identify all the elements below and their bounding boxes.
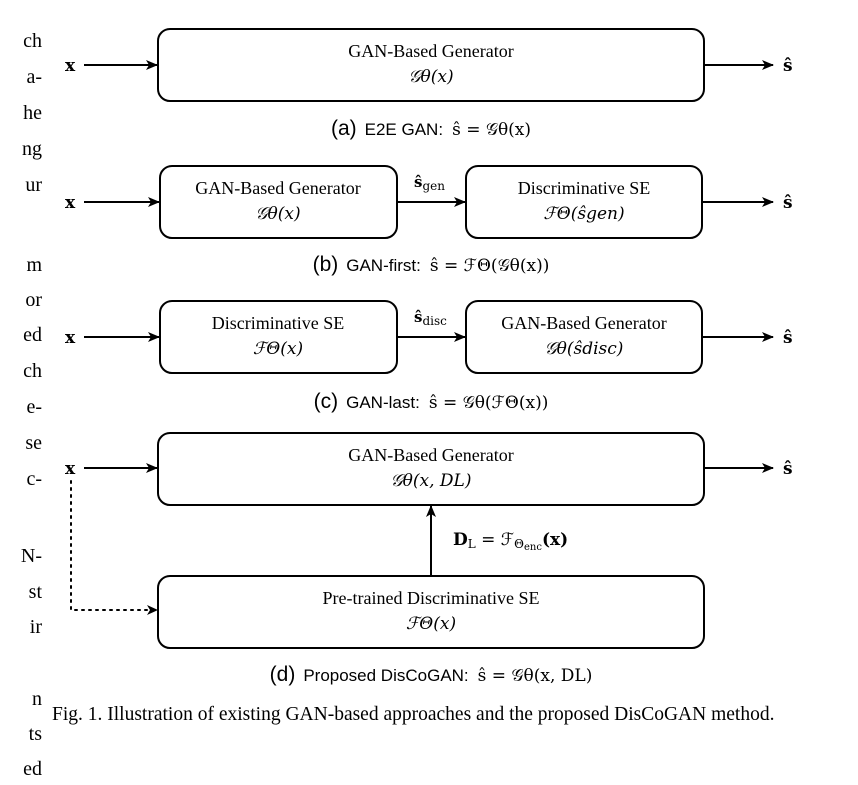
caption-name: GAN-last:: [346, 393, 420, 412]
caption-c: (c) GAN-last: ŝ = 𝒢θ(ℱΘ(x)): [314, 390, 549, 413]
panel-d: x GAN-Based Generator 𝒢θ(x, DL) ŝ Pre-tr…: [65, 432, 793, 686]
caption-d: (d) Proposed DisCoGAN: ŝ = 𝒢θ(x, DL): [270, 663, 593, 686]
text-fragment: ch: [23, 30, 42, 52]
text-fragment: ts: [28, 723, 42, 745]
input-x-label: x: [65, 328, 76, 348]
box-title: GAN-Based Generator: [348, 41, 513, 61]
input-x-label: x: [65, 56, 76, 76]
output-s-label: ŝ: [783, 459, 793, 479]
caption-letter: (c): [314, 390, 339, 413]
output-s-label: ŝ: [783, 193, 793, 213]
output-s-label: ŝ: [783, 328, 793, 348]
box-title: Pre-trained Discriminative SE: [323, 588, 540, 608]
latent-dl-label: DL = ℱΘenc(x): [453, 530, 568, 553]
caption-b: (b) GAN-first: ŝ = ℱΘ(𝒢θ(x)): [313, 253, 550, 276]
text-fragment: ed: [23, 758, 42, 780]
text-fragment: N-: [20, 545, 42, 567]
input-x-label: x: [65, 193, 76, 213]
left-column-fragments: ch a- he ng ur m or ed ch e- se c- N- st…: [0, 0, 44, 785]
text-fragment: or: [25, 289, 42, 311]
gan-generator-box: [465, 300, 703, 374]
caption-letter: (a): [331, 117, 357, 140]
text-fragment: he: [23, 102, 42, 124]
panel-a: x GAN-Based Generator 𝒢θ(x) ŝ (a) E2E GA…: [65, 28, 793, 140]
subscript: gen: [422, 179, 445, 193]
text-fragment: st: [28, 581, 42, 603]
text-fragment: ur: [25, 174, 42, 196]
caption-letter: (d): [270, 663, 296, 686]
box-formula: ℱΘ(x): [253, 339, 303, 359]
input-x-label: x: [65, 459, 76, 479]
text-fragment: m: [26, 254, 42, 276]
gan-generator-box: [157, 432, 705, 506]
subscript: enc: [524, 542, 542, 553]
box-formula: 𝒢θ(x, DL): [391, 471, 472, 491]
caption-equation: ŝ = 𝒢θ(x): [452, 120, 531, 140]
discriminative-se-box: [159, 300, 398, 374]
discriminative-se-box: [465, 165, 703, 239]
caption-equation: ŝ = 𝒢θ(ℱΘ(x)): [429, 393, 549, 413]
box-formula: ℱΘ(x): [406, 614, 456, 634]
caption-name: Proposed DisCoGAN:: [303, 666, 468, 685]
gan-generator-box: [159, 165, 398, 239]
box-title: GAN-Based Generator: [501, 313, 666, 333]
s-gen-label: ŝgen: [414, 173, 445, 193]
box-formula: 𝒢θ(x): [255, 204, 300, 224]
text-fragment: se: [25, 432, 42, 454]
box-formula: 𝒢θ(ŝdisc): [545, 339, 624, 359]
text-fragment: c-: [26, 468, 42, 490]
box-formula: ℱΘ(ŝgen): [543, 204, 624, 224]
formula: = ℱ: [476, 530, 514, 550]
text-fragment: ed: [23, 324, 42, 346]
text-fragment: ng: [22, 138, 42, 160]
text-fragment: ch: [23, 360, 42, 382]
caption-equation: ŝ = ℱΘ(𝒢θ(x)): [430, 256, 550, 276]
caption-letter: (b): [313, 253, 339, 276]
output-s-label: ŝ: [783, 56, 793, 76]
panel-c: x Discriminative SE ℱΘ(x) ŝdisc GAN-Base…: [65, 300, 793, 413]
s-disc-label: ŝdisc: [414, 308, 447, 328]
skip-arrowhead: [147, 605, 158, 615]
caption-name: GAN-first:: [346, 256, 421, 275]
box-title: GAN-Based Generator: [195, 178, 360, 198]
caption-equation: ŝ = 𝒢θ(x, DL): [478, 666, 593, 686]
figure-caption: Fig. 1. Illustration of existing GAN-bas…: [52, 704, 775, 725]
formula-arg: (x): [542, 530, 568, 550]
text-fragment: n: [32, 688, 42, 710]
text-fragment: ir: [29, 616, 42, 638]
box-title: Discriminative SE: [212, 313, 344, 333]
symbol: D: [453, 530, 468, 550]
subscript: L: [468, 537, 476, 551]
gan-generator-box: [157, 28, 705, 102]
caption-name: E2E GAN:: [365, 120, 443, 139]
box-formula: 𝒢θ(x): [408, 67, 453, 87]
caption-a: (a) E2E GAN: ŝ = 𝒢θ(x): [331, 117, 531, 140]
symbol: ŝ: [414, 173, 422, 191]
subscript: disc: [422, 314, 447, 328]
symbol: ŝ: [414, 308, 422, 326]
text-fragment: a-: [26, 66, 42, 88]
pretrained-discriminative-se-box: [157, 575, 705, 649]
box-title: GAN-Based Generator: [348, 445, 513, 465]
box-title: Discriminative SE: [518, 178, 650, 198]
subscript: Θ: [514, 537, 524, 551]
dotted-skip-connection: [70, 480, 157, 611]
text-fragment: e-: [26, 396, 42, 418]
panel-b: x GAN-Based Generator 𝒢θ(x) ŝgen Discrim…: [65, 165, 793, 276]
